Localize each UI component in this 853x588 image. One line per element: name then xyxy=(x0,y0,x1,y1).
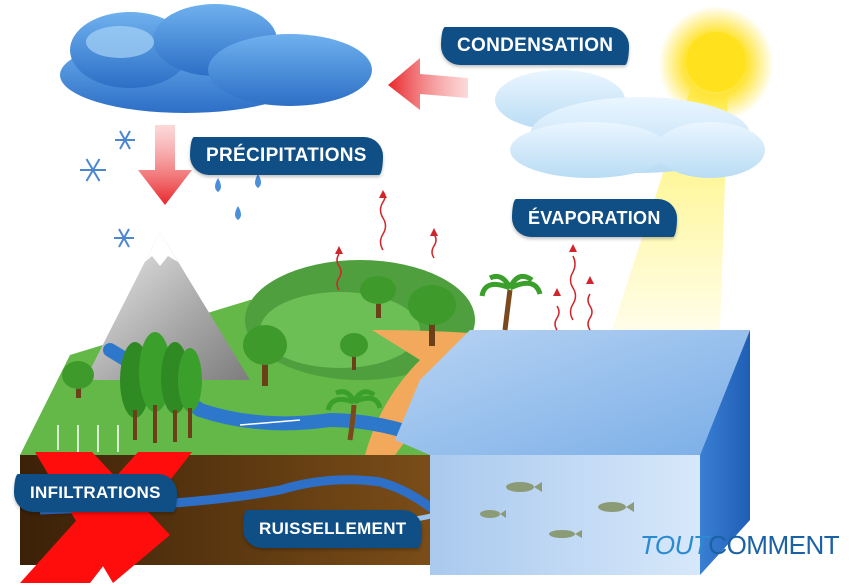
condensation-cloud xyxy=(495,70,765,178)
tree-icon xyxy=(62,276,456,443)
condensation-arrow xyxy=(388,58,468,110)
palm-tree-icon xyxy=(325,273,543,441)
site-logo: TOUTCOMMENT xyxy=(640,530,840,561)
label-infiltrations: INFILTRATIONS xyxy=(14,474,177,512)
evaporation-arrow xyxy=(335,190,594,331)
logo-part-a: TOUT xyxy=(640,530,709,560)
fish-icon xyxy=(480,482,634,538)
mountain xyxy=(85,232,250,380)
label-evaporation: ÉVAPORATION xyxy=(512,199,677,237)
raindrop-icon xyxy=(215,174,261,220)
infiltration-arrows xyxy=(57,425,119,452)
label-ruissellement: RUISSELLEMENT xyxy=(243,510,423,548)
logo-part-b: COMMENT xyxy=(708,530,840,560)
label-condensation: CONDENSATION xyxy=(441,27,630,65)
rain-cloud xyxy=(60,4,372,113)
sea xyxy=(395,330,750,575)
label-precipitations: PRÉCIPITATIONS xyxy=(190,137,383,175)
snowflake-icon xyxy=(80,130,135,248)
precipitation-arrow xyxy=(138,125,192,205)
